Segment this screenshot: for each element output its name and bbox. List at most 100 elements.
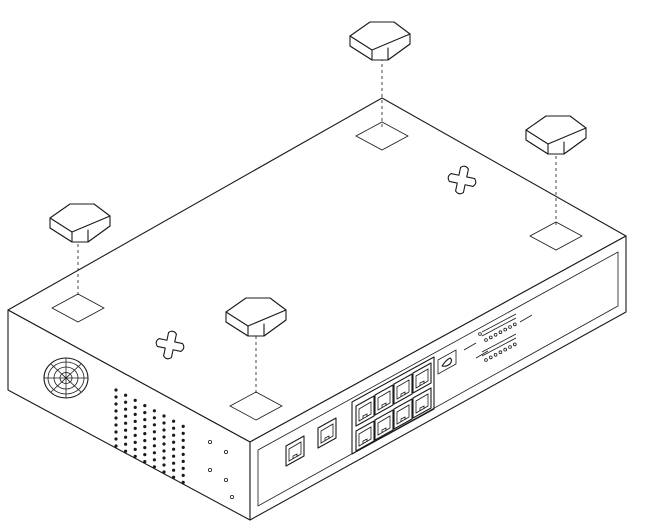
led-icon (512, 342, 517, 347)
vent-hole (162, 456, 166, 460)
led-icon (493, 332, 498, 337)
led-legend-marks (463, 314, 533, 359)
vent-hole (172, 461, 176, 465)
led-icon (508, 345, 512, 349)
vent-hole (172, 419, 176, 423)
vent-hole (114, 437, 118, 441)
vent-hole (124, 428, 128, 432)
vent-hole (133, 433, 137, 437)
vent-hole (172, 426, 176, 430)
vent-hole (124, 414, 128, 418)
rubber-foot-left (49, 203, 111, 243)
ventilation-holes (114, 388, 185, 484)
led-icon (484, 338, 488, 342)
led-indicator-panel (463, 313, 533, 362)
foot-pad-top (355, 121, 409, 151)
screw-icon (223, 477, 228, 482)
vent-hole (162, 442, 166, 446)
vent-hole (114, 409, 118, 413)
led-icon (488, 355, 493, 360)
led-icon (493, 352, 498, 357)
vent-hole (152, 409, 156, 413)
vent-hole (124, 435, 128, 439)
vent-hole (172, 475, 176, 479)
vent-hole (152, 437, 156, 441)
front-bezel (257, 251, 619, 507)
vent-hole (114, 444, 118, 448)
vent-hole (162, 421, 166, 425)
vent-hole (143, 432, 147, 436)
vent-hole (143, 453, 147, 457)
vent-hole (181, 473, 185, 477)
vent-hole (133, 419, 137, 423)
foot-pads (51, 121, 583, 421)
vent-hole (162, 428, 166, 432)
screw-icon (223, 449, 228, 454)
vent-hole (124, 407, 128, 411)
brand-logo-icon (437, 349, 457, 375)
vent-hole (152, 451, 156, 455)
vent-hole (162, 449, 166, 453)
led-icon (498, 350, 503, 355)
vent-hole (143, 411, 147, 415)
vent-hole (133, 398, 137, 402)
vent-hole (133, 426, 137, 430)
vent-hole (143, 418, 147, 422)
vent-hole (181, 438, 185, 442)
screw-icon (229, 494, 234, 499)
led-icon (498, 330, 503, 335)
vent-hole (133, 447, 137, 451)
led-indicators-upper (484, 322, 517, 342)
vent-hole (114, 388, 118, 392)
switch-chassis (7, 97, 627, 521)
vent-hole (172, 454, 176, 458)
vent-hole (143, 446, 147, 450)
vent-hole (124, 442, 128, 446)
vent-hole (114, 395, 118, 399)
led-icon (484, 358, 488, 362)
vent-hole (152, 465, 156, 469)
led-indicators-lower (484, 342, 517, 362)
led-icon (512, 322, 517, 327)
vent-hole (181, 459, 185, 463)
vent-hole (114, 430, 118, 434)
led-row-lower (481, 333, 517, 357)
vent-hole (114, 402, 118, 406)
rubber-foot-right (525, 115, 587, 155)
vent-hole (181, 424, 185, 428)
vent-hole (172, 468, 176, 472)
chassis-front-face (249, 235, 627, 521)
vent-hole (124, 393, 128, 397)
alignment-guides (77, 58, 557, 396)
vent-hole (181, 445, 185, 449)
led-icon (503, 327, 508, 332)
vent-hole (143, 404, 147, 408)
vent-hole (181, 431, 185, 435)
vent-hole (172, 440, 176, 444)
vent-hole (114, 416, 118, 420)
led-icon (508, 325, 512, 329)
vent-hole (162, 435, 166, 439)
vent-hole (162, 414, 166, 418)
vent-hole (162, 463, 166, 467)
vent-hole (124, 400, 128, 404)
side-screws (207, 439, 234, 499)
vent-hole (143, 460, 147, 464)
vent-hole (133, 412, 137, 416)
vent-hole (152, 430, 156, 434)
vent-hole (152, 423, 156, 427)
led-icon (488, 335, 493, 340)
rubber-foot-top (349, 21, 411, 61)
screw-icon (207, 467, 212, 472)
foot-pad-left (51, 293, 105, 323)
vent-hole (152, 458, 156, 462)
vent-hole (133, 405, 137, 409)
foot-pad-front (229, 391, 283, 421)
led-icon (503, 347, 508, 352)
vent-hole (152, 416, 156, 420)
vent-hole (133, 440, 137, 444)
vent-hole (181, 466, 185, 470)
vent-hole (152, 444, 156, 448)
